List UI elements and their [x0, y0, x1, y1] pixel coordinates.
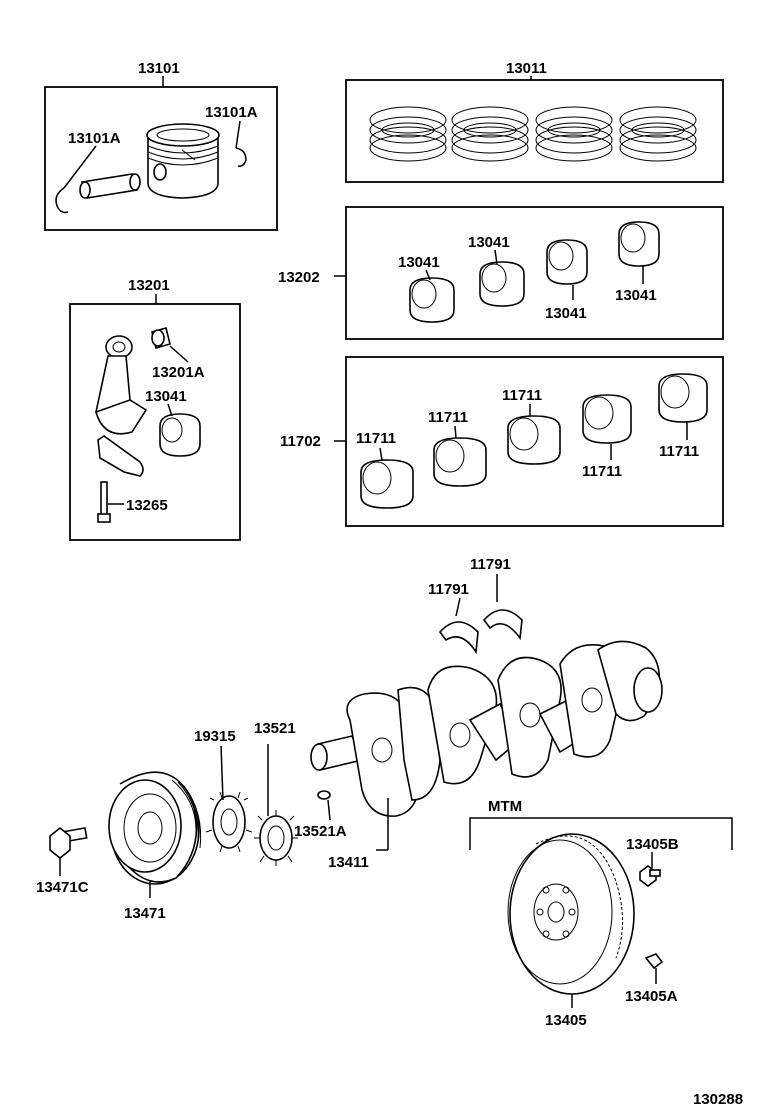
label-pulley-bolt: 13471C — [36, 879, 89, 896]
ring-set-group — [345, 76, 724, 183]
label-rod-bearing-1: 13041 — [398, 254, 440, 271]
piston-pin-icon — [79, 173, 141, 199]
rod-bearing-icons — [409, 221, 660, 323]
conrod-group — [69, 294, 241, 541]
key-icon — [317, 790, 331, 800]
diagram-id: 130288 — [693, 1091, 743, 1108]
label-pulley: 13471 — [124, 905, 166, 922]
connecting-rod-icon — [95, 335, 148, 477]
conrod-bearing-icon — [159, 413, 201, 457]
ring-set-box — [345, 79, 724, 183]
label-flywheel: 13405 — [545, 1012, 587, 1029]
label-main-bearing-2: 11711 — [428, 409, 468, 426]
thrust-washer-1-icon — [438, 621, 479, 655]
label-conrod-bearing: 13041 — [145, 388, 187, 405]
label-rod-bearing-set: 13202 — [278, 269, 320, 286]
rod-bearing-group — [334, 206, 724, 340]
label-main-bearing-4: 11711 — [582, 463, 622, 480]
label-mtm: MTM — [488, 798, 522, 815]
label-conrod-assy: 13201 — [128, 277, 170, 294]
label-thrust-washer-2: 11791 — [470, 556, 511, 573]
label-main-bearing-1: 11711 — [356, 430, 396, 447]
flywheel-icon — [507, 833, 635, 995]
label-ring-set: 13011 — [506, 60, 547, 77]
thrust-washer-2-icon — [482, 609, 523, 641]
piston-group — [44, 76, 278, 231]
bush-icon — [151, 327, 171, 349]
conrod-box — [69, 303, 241, 541]
flywheel-pin-icon — [644, 953, 664, 970]
signal-plate-icon — [205, 791, 253, 853]
crank-pulley-icon — [108, 771, 202, 885]
crank-gear-icon — [254, 810, 298, 866]
label-key: 13521A — [294, 823, 347, 840]
label-rod-bearing-3: 13041 — [545, 305, 587, 322]
label-snap-ring-right: 13101A — [205, 104, 258, 121]
pulley-bolt-icon — [49, 826, 88, 860]
label-rod-bearing-2: 13041 — [468, 234, 510, 251]
mtm-group — [469, 817, 733, 1008]
label-snap-ring-left: 13101A — [68, 130, 121, 147]
part-labels: 13101 13101A 13101A 13011 13202 13041 13… — [36, 60, 743, 1108]
piston-rings-icon — [369, 106, 697, 162]
rod-bolt-icon — [97, 481, 111, 523]
flywheel-bolt-icon — [639, 865, 661, 887]
thrust-washer-group — [438, 574, 523, 655]
label-flywheel-pin: 13405A — [625, 988, 678, 1005]
label-thrust-washer-1: 11791 — [428, 581, 469, 598]
snap-ring-right-icon — [235, 147, 247, 167]
label-piston-set: 13101 — [138, 60, 180, 77]
label-main-bearing-3: 11711 — [502, 387, 542, 404]
crankshaft-icon — [310, 640, 663, 817]
label-bush: 13201A — [152, 364, 205, 381]
label-rod-bearing-4: 13041 — [615, 287, 657, 304]
piston-box — [44, 86, 278, 231]
piston-icon — [146, 123, 220, 199]
label-crank-gear: 13521 — [254, 720, 296, 737]
label-main-bearing-set: 11702 — [280, 433, 321, 450]
label-plate: 19315 — [194, 728, 236, 745]
snap-ring-left-icon — [55, 187, 69, 214]
label-crankshaft: 13411 — [328, 854, 369, 871]
label-rod-bolt: 13265 — [126, 497, 168, 514]
main-bearing-group — [334, 356, 724, 527]
label-flywheel-bolt: 13405B — [626, 836, 679, 853]
rod-bearing-box — [345, 206, 724, 340]
label-main-bearing-5: 11711 — [659, 443, 699, 460]
main-bearing-icons — [360, 373, 708, 509]
